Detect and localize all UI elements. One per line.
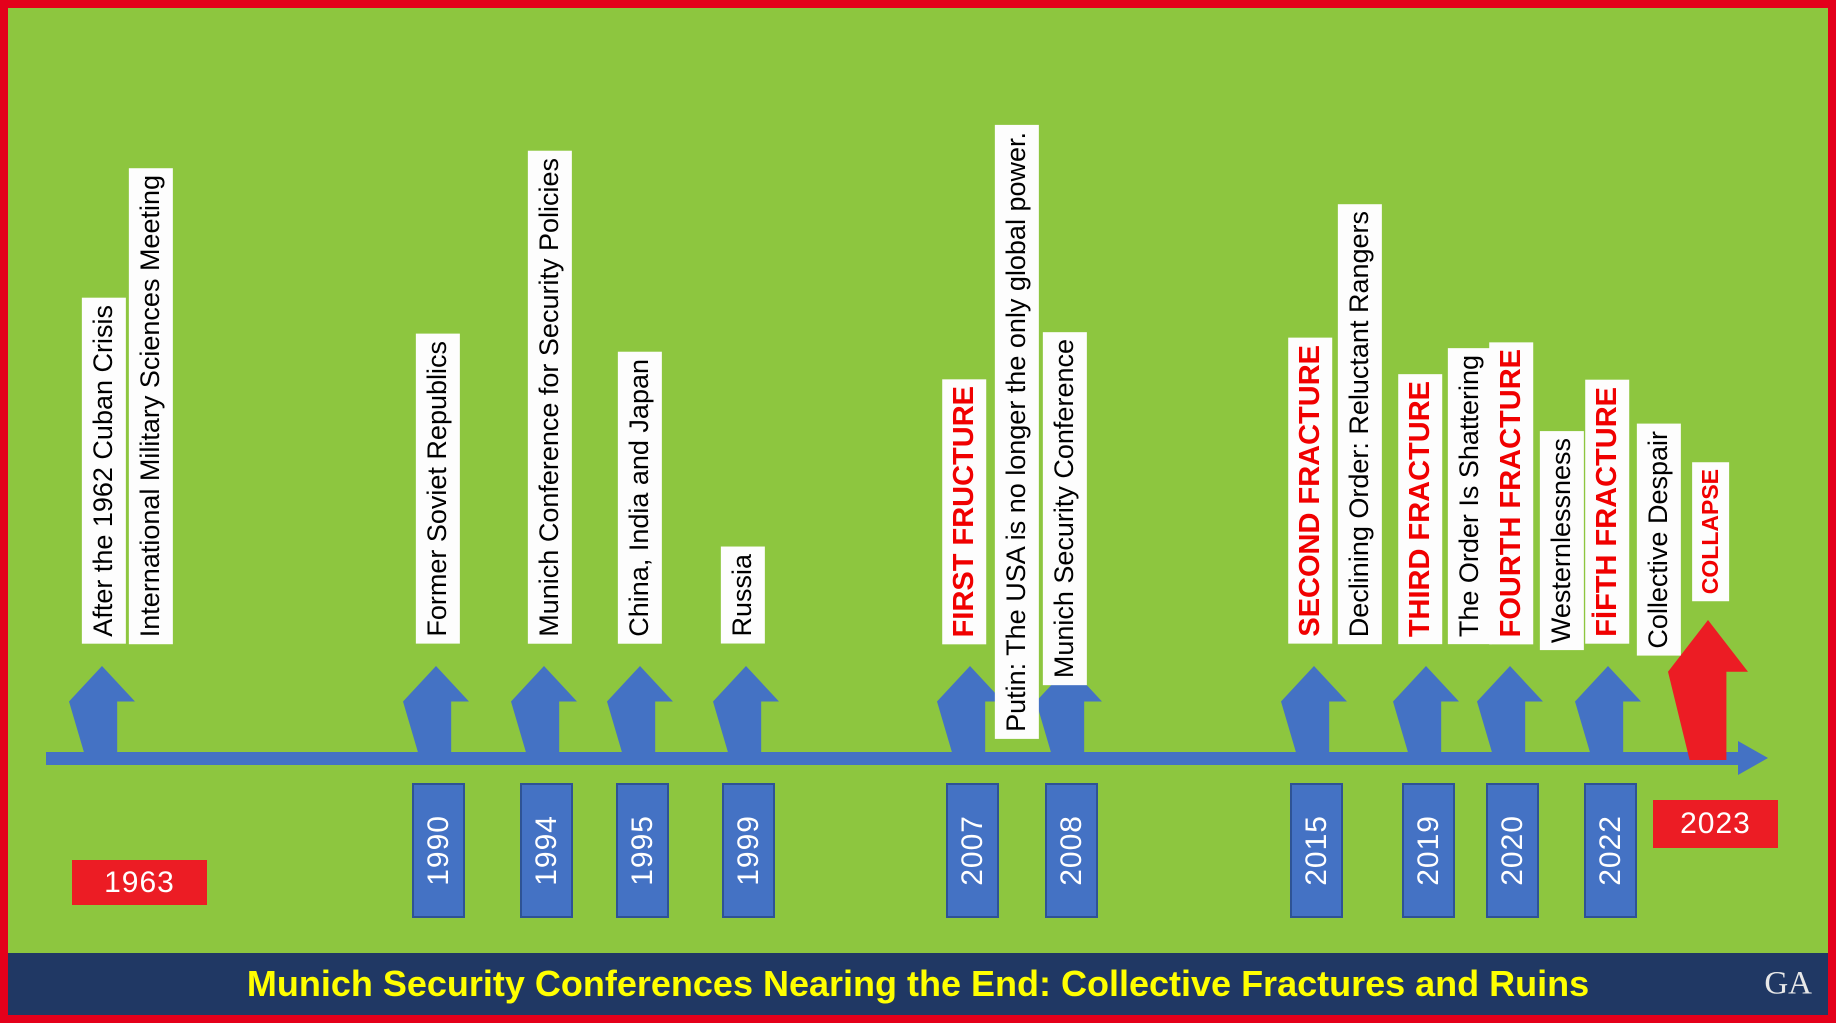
timeline-axis — [46, 752, 1740, 765]
year-label-2015: 2015 — [1299, 815, 1333, 886]
year-box-1995: 1995 — [616, 783, 669, 918]
label-2022-collective-despair: Collective Despair — [1637, 424, 1681, 656]
up-arrow-2022 — [1575, 666, 1641, 762]
ga-logo: GA — [1764, 965, 1812, 1002]
label-2020-fourth-fracture: FOURTH FRACTURE — [1489, 341, 1534, 644]
label-2007-putin-quote: Putin: The USA is no longer the only glo… — [995, 125, 1039, 739]
year-box-1990: 1990 — [412, 783, 465, 918]
year-box-2022: 2022 — [1584, 783, 1637, 918]
label-2015-declining-order: Declining Order: Reluctant Rangers — [1338, 203, 1382, 644]
label-2015-second-fracture: SECOND FRACTURE — [1288, 338, 1333, 644]
year-box-2015: 2015 — [1290, 783, 1343, 918]
year-label-1963: 1963 — [104, 865, 175, 899]
label-2007-first-fructure: FIRST FRUCTURE — [942, 378, 987, 644]
year-box-2008: 2008 — [1045, 783, 1098, 918]
label-1999-russia: Russia — [721, 547, 765, 644]
year-label-2019: 2019 — [1411, 815, 1445, 886]
year-label-1994: 1994 — [529, 815, 563, 886]
up-arrow-2019 — [1393, 666, 1459, 762]
year-box-2019: 2019 — [1402, 783, 1455, 918]
up-arrow-1963 — [69, 666, 135, 762]
label-1990-former-soviet: Former Soviet Republics — [416, 334, 460, 644]
year-label-2007: 2007 — [955, 815, 989, 886]
label-1963-cuban-crisis: After the 1962 Cuban Crisis — [82, 298, 126, 644]
year-label-2020: 2020 — [1495, 815, 1529, 886]
year-label-2023: 2023 — [1680, 807, 1751, 840]
label-2008-munich-security-conference: Munich Security Conference — [1043, 331, 1087, 685]
up-arrow-2007 — [937, 666, 1003, 762]
label-1995-china-india-japan: China, India and Japan — [618, 352, 662, 644]
year-label-2008: 2008 — [1054, 815, 1088, 886]
timeline-axis-arrowhead-icon — [1738, 741, 1768, 775]
year-label-2022: 2022 — [1593, 815, 1627, 886]
up-arrow-1995 — [607, 666, 673, 762]
up-arrow-1994 — [511, 666, 577, 762]
label-2023-collapse: COLLAPSE — [1692, 461, 1730, 601]
label-1994-munich-conference: Munich Conference for Security Policies — [528, 151, 572, 644]
up-arrow-1999 — [713, 666, 779, 762]
year-box-2023: 2023 — [1653, 800, 1778, 848]
year-label-1990: 1990 — [421, 815, 455, 886]
slide-title: Munich Security Conferences Nearing the … — [246, 963, 1590, 1004]
up-arrow-2015 — [1281, 666, 1347, 762]
year-box-2007: 2007 — [946, 783, 999, 918]
label-2019-order-shattering: The Order Is Shattering — [1448, 347, 1492, 644]
footer-bar: Munich Security Conferences Nearing the … — [8, 953, 1828, 1015]
year-box-1994: 1994 — [520, 783, 573, 918]
year-box-1999: 1999 — [722, 783, 775, 918]
label-2022-fifth-fracture: FİFTH FRACTURE — [1585, 380, 1630, 644]
year-box-2020: 2020 — [1486, 783, 1539, 918]
label-1963-military-sciences: International Military Sciences Meeting — [129, 167, 173, 644]
label-2019-third-fracture: THIRD FRACTURE — [1398, 373, 1443, 644]
year-label-1999: 1999 — [731, 815, 765, 886]
up-arrow-2020 — [1477, 666, 1543, 762]
label-2020-westernlessness: Westernlessness — [1540, 430, 1584, 650]
year-box-1963: 1963 — [72, 860, 207, 905]
up-arrow-1990 — [403, 666, 469, 762]
year-label-1995: 1995 — [625, 815, 659, 886]
